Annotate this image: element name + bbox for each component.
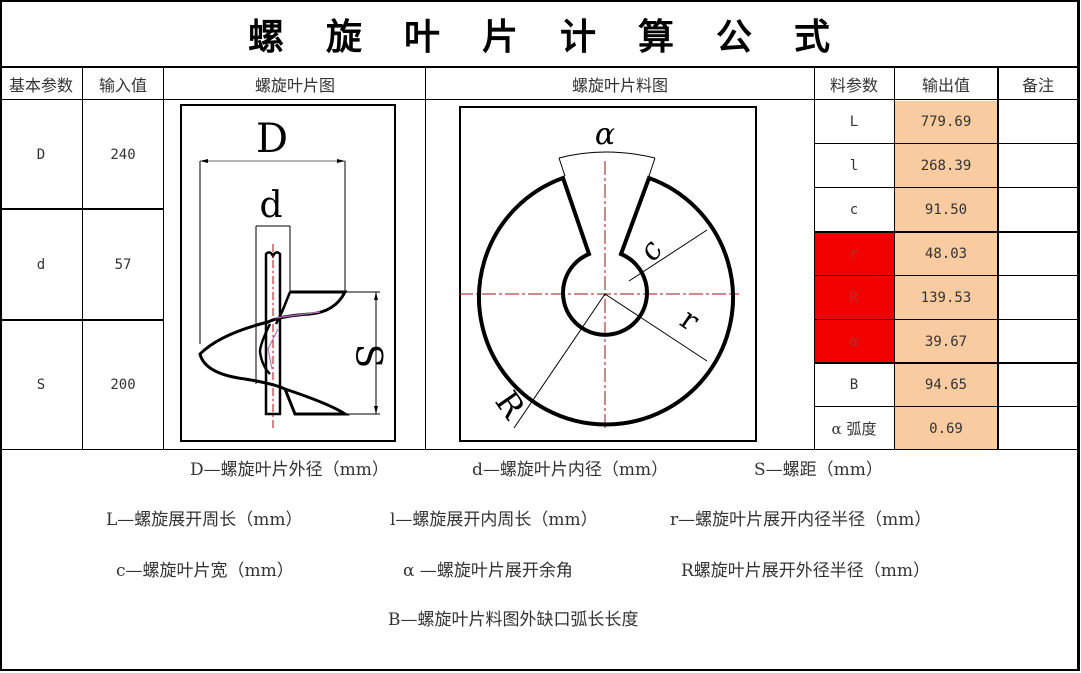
legend-S: S—螺距（mm）	[754, 460, 883, 480]
output-value-c: 91.50	[924, 202, 968, 218]
output-param-L: L	[849, 114, 859, 130]
legend-r: r—螺旋叶片展开内径半径（mm）	[670, 510, 932, 530]
label-d: d	[259, 185, 282, 226]
label-c: c	[632, 233, 670, 267]
header-input-value: 输入值	[98, 75, 147, 95]
legend-B: B—螺旋叶片料图外缺口弧长长度	[388, 610, 639, 630]
header-divider	[0, 99, 1080, 100]
col-divider	[163, 67, 164, 450]
border-right	[1077, 0, 1080, 671]
col-divider	[814, 67, 815, 450]
legend-d: d—螺旋叶片内径（mm）	[472, 460, 669, 480]
input-value-d[interactable]: 57	[114, 256, 132, 273]
legend-l: l—螺旋展开内周长（mm）	[390, 510, 598, 530]
title-char: 片	[481, 16, 518, 58]
blade-drawing: D d S	[180, 104, 396, 442]
header-remarks: 备注	[1021, 75, 1054, 95]
input-param-d: d	[36, 256, 46, 273]
row-divider	[814, 406, 1078, 407]
title-char: 算	[638, 16, 675, 58]
row-divider	[0, 208, 164, 210]
border-bottom	[0, 669, 1080, 671]
page-title: 螺 旋 叶 片 计 算 公 式	[0, 0, 1078, 67]
body-divider	[0, 449, 1080, 450]
row-divider	[814, 143, 1078, 144]
output-param-alpha: α	[849, 333, 859, 350]
output-value-alpha: 39.67	[924, 333, 968, 350]
legend-D: D—螺旋叶片外径（mm）	[190, 460, 389, 480]
title-char: 计	[560, 16, 597, 58]
output-param-c: c	[849, 202, 859, 218]
header-material-params: 料参数	[829, 75, 878, 95]
label-alpha: α	[595, 117, 615, 152]
row-divider	[814, 275, 1078, 276]
row-divider	[0, 319, 164, 321]
title-char: 公	[716, 16, 753, 58]
legend-alpha: α —螺旋叶片展开余角	[403, 561, 573, 581]
label-D: D	[256, 116, 288, 162]
legend-L: L—螺旋展开周长（mm）	[106, 510, 303, 530]
col-divider	[425, 67, 426, 450]
input-value-S[interactable]: 200	[110, 377, 136, 393]
output-param-B: B	[849, 377, 859, 393]
col-divider	[997, 67, 999, 450]
output-param-r: r	[849, 246, 859, 262]
output-value-B: 94.65	[924, 377, 968, 393]
title-char: 旋	[325, 16, 362, 58]
output-value-l: 268.39	[920, 158, 972, 174]
col-divider	[82, 67, 83, 450]
header-material-drawing: 螺旋叶片料图	[571, 75, 668, 95]
title-divider	[0, 66, 1080, 68]
border-top	[0, 0, 1080, 2]
output-param-R: R	[849, 290, 859, 306]
legend-R: R螺旋叶片展开外径半径（mm）	[681, 561, 931, 581]
row-divider	[814, 362, 1078, 364]
output-param-l: l	[849, 158, 859, 174]
highlight-fill	[815, 233, 894, 363]
output-value-r: 48.03	[924, 246, 968, 262]
title-char: 叶	[403, 16, 440, 58]
row-divider	[814, 319, 1078, 320]
header-blade-drawing: 螺旋叶片图	[254, 75, 335, 95]
title-char: 螺	[247, 16, 284, 58]
label-S: S	[347, 344, 388, 369]
output-value-alpha-radians: 0.69	[929, 420, 963, 437]
title-char: 式	[794, 16, 831, 58]
output-value-L: 779.69	[920, 114, 972, 130]
label-r: r	[674, 302, 706, 339]
input-value-D[interactable]: 240	[110, 146, 136, 163]
input-param-D: D	[36, 146, 46, 163]
row-divider	[814, 231, 1078, 233]
header-output-value: 输出值	[921, 75, 970, 95]
input-param-S: S	[36, 377, 46, 393]
col-divider	[894, 67, 895, 450]
material-drawing: α c r R	[459, 106, 757, 442]
header-basic-params: 基本参数	[8, 75, 73, 95]
output-value-R: 139.53	[920, 290, 972, 306]
label-R: R	[488, 384, 533, 426]
legend-c: c—螺旋叶片宽（mm）	[116, 561, 294, 581]
row-divider	[814, 187, 1078, 188]
output-param-alpha-radians: α 弧度	[831, 420, 877, 438]
border-left	[0, 0, 2, 671]
